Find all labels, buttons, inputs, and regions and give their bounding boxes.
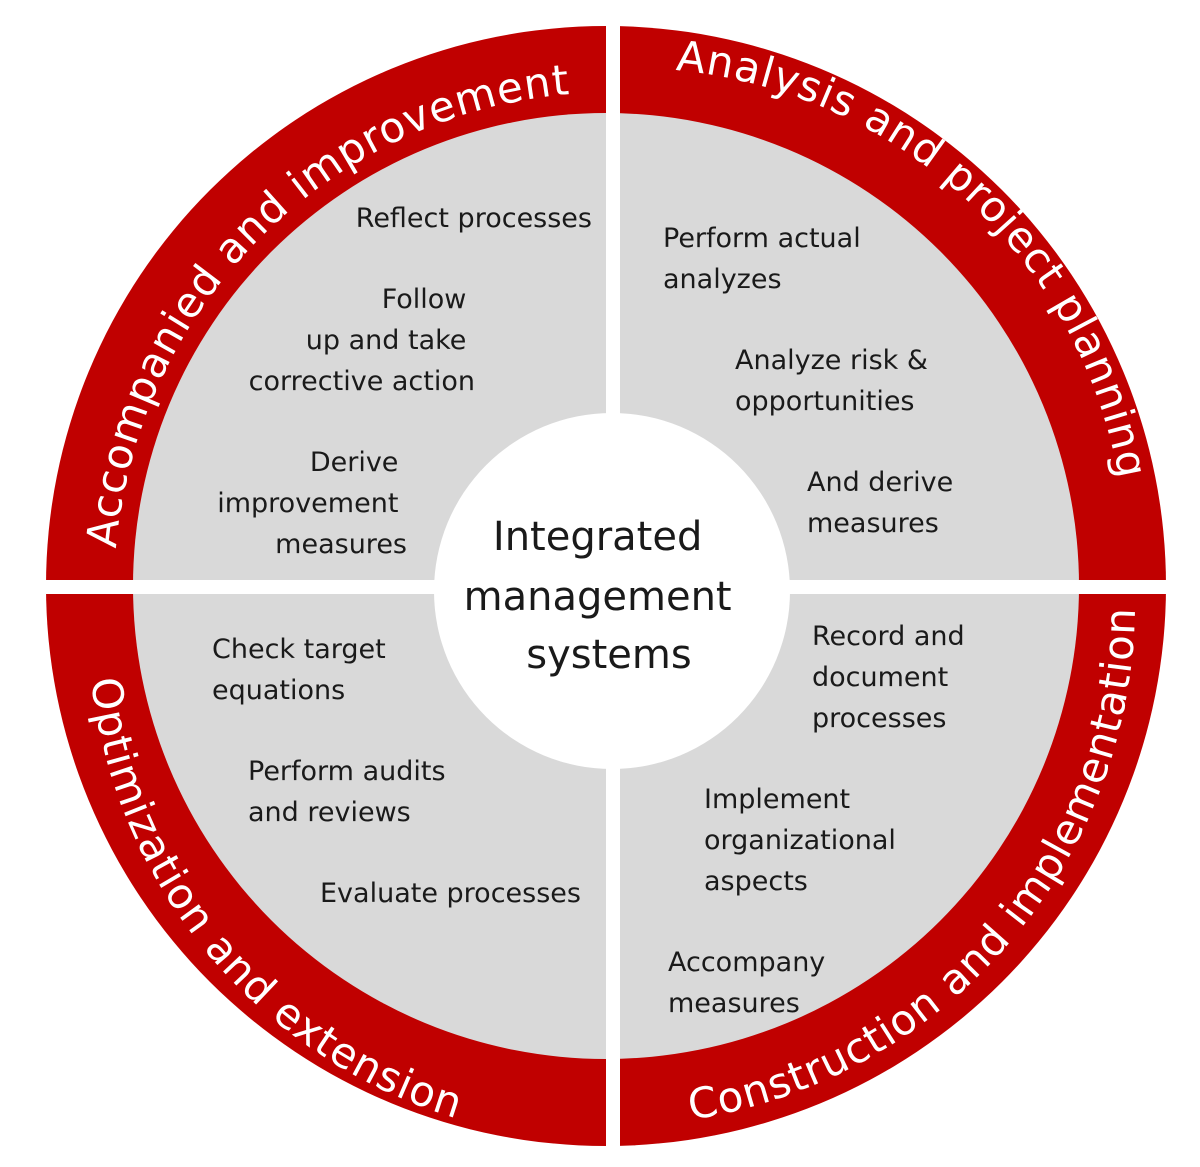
step-text: Implement organizational aspects xyxy=(704,784,905,897)
quadrant-top-left-items: Reflect processes Follow up and take cor… xyxy=(217,203,592,560)
quadrant-bottom-left-items: Check target equations Perform audits an… xyxy=(212,634,581,909)
step-text: Check target equations xyxy=(212,634,394,706)
step-text: Follow up and take corrective action xyxy=(249,284,475,397)
center-title-line: management xyxy=(464,574,732,620)
center-hub xyxy=(434,413,790,769)
step-text: And derive measures xyxy=(807,467,962,539)
step-text: Record and document processes xyxy=(812,621,973,734)
step-text: Accompany measures xyxy=(668,947,834,1019)
step-text: Reflect processes xyxy=(356,203,592,234)
center-title-line: Integrated xyxy=(493,514,702,560)
step-text: Analyze risk & opportunities xyxy=(735,345,937,417)
step-text: Perform actual analyzes xyxy=(663,223,869,295)
step-text: Derive improvement measures xyxy=(217,447,407,560)
step-text: Evaluate processes xyxy=(320,878,581,909)
quadrant-top-right-items: Perform actual analyzes Analyze risk & o… xyxy=(663,223,962,539)
step-text: Perform audits and reviews xyxy=(248,756,454,828)
center-title: Integrated management systems xyxy=(464,514,745,678)
center-title-line: systems xyxy=(526,632,691,678)
quadrant-bottom-right-items: Record and document processes Implement … xyxy=(668,621,973,1019)
